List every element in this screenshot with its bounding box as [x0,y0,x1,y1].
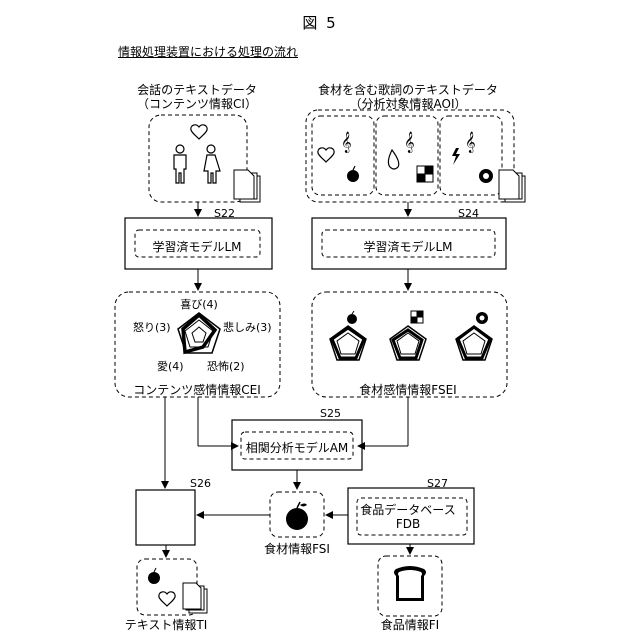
heart-icon [159,592,175,606]
heart-icon [318,148,334,162]
conversation-data-box [149,115,247,202]
chocolate-icon [411,311,423,323]
apple-icon [148,568,160,584]
music-note-icon: 𝄞 [465,132,476,153]
right-model-box [312,218,506,269]
food-database-box [348,488,474,544]
document-stack-icon [234,170,260,202]
left-model-box [125,218,272,269]
correlation-model-box [232,420,362,470]
emotion-radar-chart [178,313,220,353]
music-note-icon: 𝄞 [404,132,415,153]
text-generation-box [136,490,195,545]
food-radar-chart-1 [330,326,366,360]
apple-icon [286,502,308,530]
food-emotion-box [312,292,507,397]
drop-icon [388,150,398,169]
apple-icon [347,311,357,324]
orange-icon [476,312,488,324]
apple-icon [347,166,359,182]
document-stack-icon [183,583,207,613]
heart-icon [191,125,207,139]
lyrics-data-box [306,110,514,202]
music-note-icon: 𝄞 [341,132,352,153]
lyrics-item-1 [312,116,374,195]
lyrics-item-3 [440,116,502,195]
food-radar-chart-3 [456,326,492,360]
woman-icon [204,145,220,183]
content-emotion-box [115,292,280,397]
orange-icon [479,169,493,183]
bread-icon [394,566,426,601]
document-stack-icon [499,170,525,202]
chocolate-icon [417,166,433,182]
man-icon [174,145,186,183]
food-radar-chart-2 [390,326,426,360]
lightning-icon [452,148,460,165]
lyrics-item-2 [376,116,438,195]
